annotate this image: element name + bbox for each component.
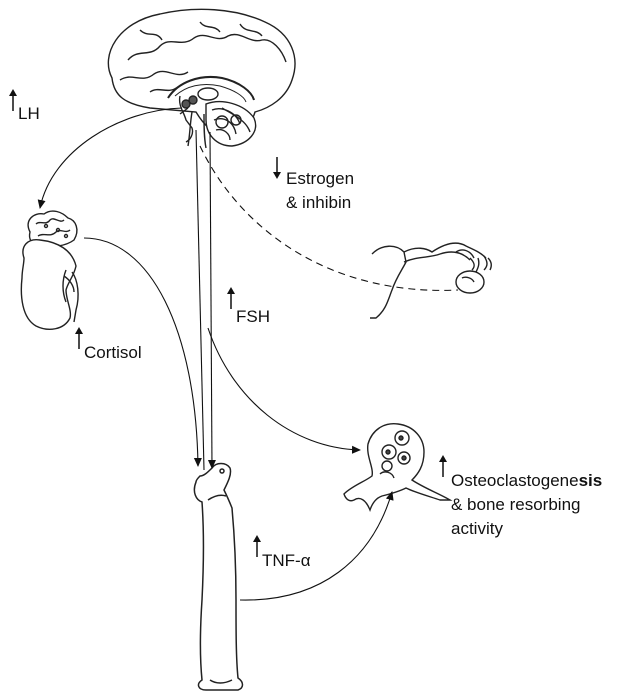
brain-illustration	[108, 9, 295, 148]
ovary-illustration	[370, 243, 491, 318]
osteoclastogenesis-label: Osteoclastogenesis	[451, 470, 602, 492]
estrogen-down-arrow-icon	[272, 156, 282, 180]
alpha-symbol: α	[301, 551, 311, 570]
bone-resorbing-label: & bone resorbing	[451, 494, 580, 516]
osteoclastogenesis-main: Osteoclastogene	[451, 471, 579, 490]
tnf-alpha-label: TNF-α	[262, 550, 311, 572]
fsh-label: FSH	[236, 306, 270, 328]
femur-bone-illustration	[194, 464, 242, 691]
tnf-up-arrow-icon	[252, 534, 262, 558]
cortisol-up-arrow-icon	[74, 326, 84, 350]
cortisol-label: Cortisol	[84, 342, 142, 364]
fsh-arrow-line	[210, 132, 212, 468]
osteoclast-arrow-line	[208, 328, 360, 450]
adrenal-gland-illustration	[21, 211, 78, 329]
tnf-prefix: TNF-	[262, 551, 301, 570]
lh-label: LH	[18, 103, 40, 125]
osteoclast-illustration	[344, 424, 450, 510]
estrogen-label: Estrogen	[286, 168, 354, 190]
pituitary-bone-line	[196, 130, 204, 470]
lh-up-arrow-icon	[8, 88, 18, 112]
activity-label: activity	[451, 518, 503, 540]
osteoclastogenesis-up-arrow-icon	[438, 454, 448, 478]
inhibin-label: & inhibin	[286, 192, 351, 214]
lh-arrow-line	[40, 108, 182, 208]
fsh-up-arrow-icon	[226, 286, 236, 310]
osteoclastogenesis-bold: sis	[579, 471, 603, 490]
